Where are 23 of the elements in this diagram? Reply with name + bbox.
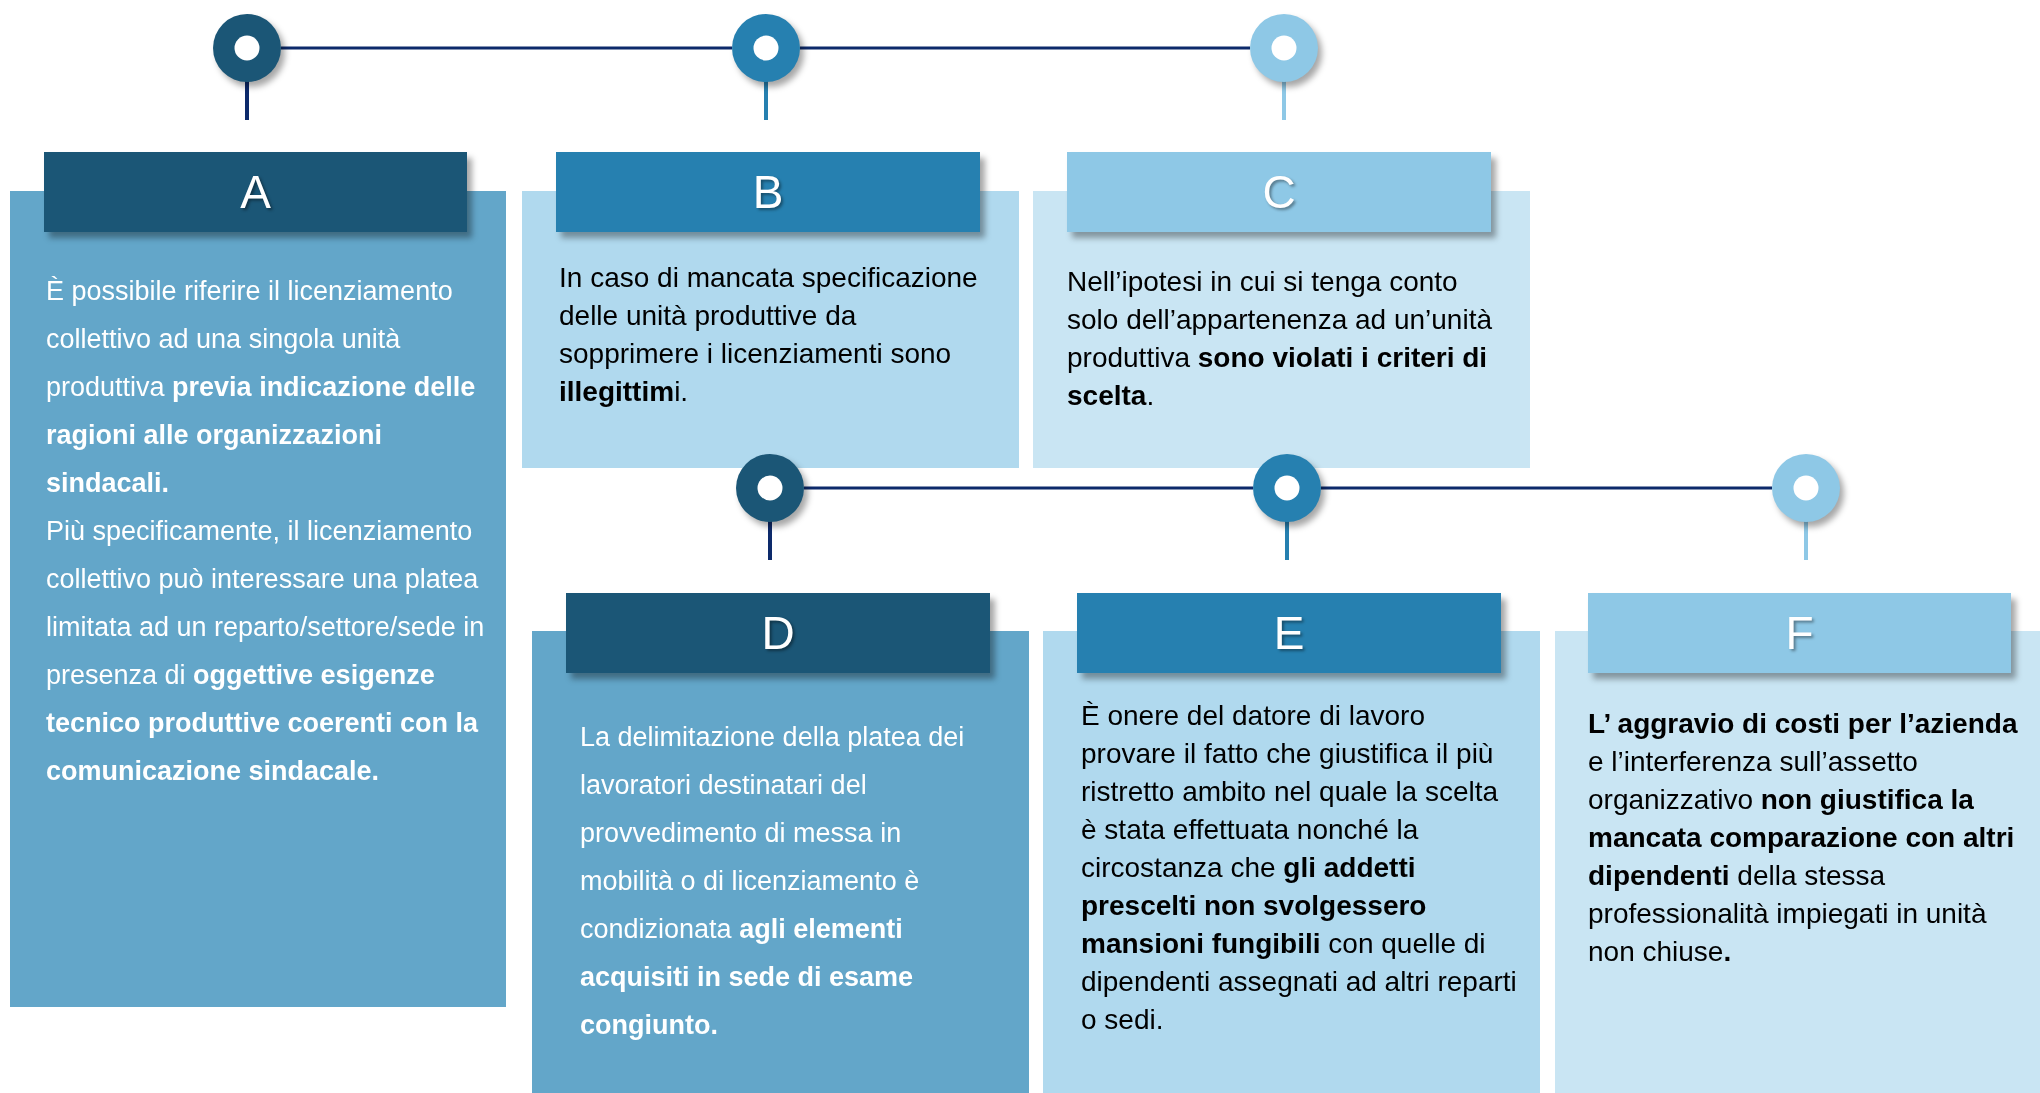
connector-line [804,486,1253,490]
panel-text: La delimitazione della platea dei lavoratori destinatari del provvedimento di messa in mobilità o di licenziamento è condizionata agli elementi acquisiti in sede di esame congiunto. [580,721,966,1042]
connector-line [800,46,1250,50]
timeline-pin [1253,454,1321,522]
timeline-pin [1772,454,1840,522]
panel-text: Nell’ipotesi in cui si tenga conto solo dell’appartenenza ad un’unità produttiva sono violati i criteri di scelta. [1067,265,1493,413]
panel-heading: D [566,593,990,673]
panel-heading: B [556,152,980,232]
connector-line [1321,486,1772,490]
timeline-pin [736,454,804,522]
panel-text: È onere del datore di lavoro provare il fatto che giustifica il più ristretto ambito nel quale la scelta è stata effettuata nonché la circostanza che gli addetti prescelti non svolgessero mansioni fungibili con quelle di dipendenti assegnati ad altri reparti o sedi. [1081,699,1518,1037]
panel-text: Più specificamente, il licenziamento collettivo può interessare una platea limitata ad un reparto/settore/sede in presenza di oggettive esigenze tecnico produttive coerenti con la comunicazione sindacale. [46,515,486,788]
panel-heading: E [1077,593,1501,673]
panel-text: L’ aggravio di costi per l’azienda e l’interferenza sull’assetto organizzativo non giustifica la mancata comparazione con altri dipendenti della stessa professionalità impiegati in unità non chiuse. [1588,707,2018,969]
timeline-pin [213,14,281,82]
panel-text: È possibile riferire il licenziamento collettivo ad una singola unità produttiva previa indicazione delle ragioni alle organizzazioni sindacali. [46,275,477,500]
panel-heading: F [1588,593,2011,673]
panel-text: In caso di mancata specificazione delle unità produttive da sopprimere i licenziamenti sono illegittimi. [559,261,979,409]
timeline-pin [1250,14,1318,82]
panel-heading: A [44,152,467,232]
panel-heading: C [1067,152,1491,232]
timeline-pin [732,14,800,82]
connector-line [281,46,732,50]
